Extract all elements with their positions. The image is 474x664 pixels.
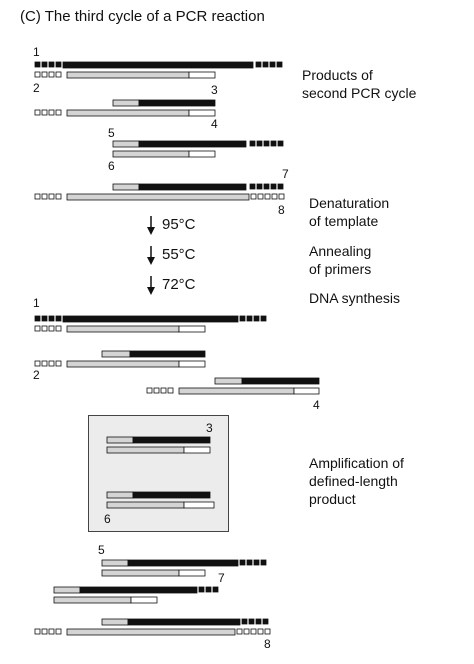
dna-strand-10 [101, 350, 206, 358]
strand-number-4-cycle3: 4 [313, 398, 320, 412]
dna-strand-12 [214, 377, 320, 385]
caption-line: of primers [309, 261, 372, 277]
down-arrow-icon [147, 216, 155, 235]
strand-number-1-cycle3: 1 [33, 296, 40, 310]
dna-strand-0 [34, 61, 283, 69]
strand-number-4: 4 [211, 117, 218, 131]
strand-number-7-cycle3: 7 [218, 571, 225, 585]
caption-line: Products of [302, 67, 373, 83]
caption-line: Denaturation [309, 195, 390, 211]
dna-strand-15 [106, 446, 211, 454]
dna-strand-8 [34, 315, 267, 323]
caption-line: DNA synthesis [309, 290, 401, 306]
caption-line: Annealing [309, 243, 372, 259]
dna-strand-19 [101, 569, 206, 577]
strand-number-5-cycle3: 5 [98, 543, 105, 557]
caption-products-second-cycle: Products of second PCR cycle [302, 66, 416, 102]
caption-synthesis: DNA synthesis [309, 289, 400, 307]
dna-strand-3 [34, 109, 216, 117]
caption-annealing: Annealing of primers [309, 242, 371, 278]
strand-number-5: 5 [108, 126, 115, 140]
strand-number-2: 2 [33, 81, 40, 95]
dna-strand-6 [112, 183, 284, 191]
dna-strand-13 [146, 387, 320, 395]
caption-amplification: Amplification of defined-length product [309, 454, 404, 508]
caption-line: defined-length [309, 473, 398, 489]
dna-strand-21 [53, 596, 158, 604]
dna-strand-5 [112, 150, 216, 158]
strand-number-6-cycle3: 6 [104, 512, 111, 526]
dna-strand-18 [101, 559, 267, 567]
defined-length-product-box [88, 415, 229, 532]
strand-number-3: 3 [211, 83, 218, 97]
dna-strand-4 [112, 140, 284, 148]
dna-strand-20 [53, 586, 219, 594]
dna-strand-7 [34, 193, 285, 201]
dna-strand-14 [106, 436, 211, 444]
caption-denaturation: Denaturation of template [309, 194, 389, 230]
caption-line: of template [309, 213, 379, 229]
dna-strand-11 [34, 360, 206, 368]
dna-strand-1 [34, 71, 216, 79]
figure-title: (C) The third cycle of a PCR reaction [20, 8, 265, 25]
strand-number-1: 1 [33, 45, 40, 59]
dna-strand-23 [34, 628, 271, 636]
strand-number-2-cycle3: 2 [33, 368, 40, 382]
down-arrow-icon [147, 246, 155, 265]
dna-strand-17 [106, 501, 215, 509]
dna-strand-16 [106, 491, 211, 499]
strand-number-8-cycle3: 8 [264, 637, 271, 651]
strand-number-7: 7 [282, 167, 289, 181]
step-anneal-temp: 55°C [162, 246, 196, 263]
dna-strand-9 [34, 325, 206, 333]
strand-number-8: 8 [278, 203, 285, 217]
dna-strand-22 [101, 618, 269, 626]
step-denature-temp: 95°C [162, 216, 196, 233]
down-arrow-icon [147, 276, 155, 295]
step-extend-temp: 72°C [162, 276, 196, 293]
caption-line: product [309, 491, 356, 507]
caption-line: second PCR cycle [302, 85, 417, 101]
dna-strand-2 [112, 99, 216, 107]
strand-number-3-cycle3: 3 [206, 421, 213, 435]
caption-line: Amplification of [309, 455, 404, 471]
strand-number-6: 6 [108, 159, 115, 173]
